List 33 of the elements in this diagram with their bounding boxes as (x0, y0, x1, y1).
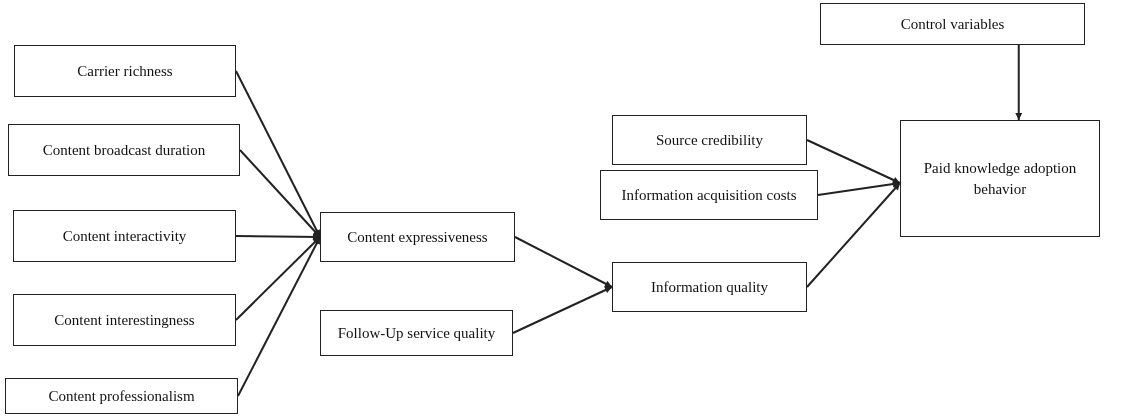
variable-box (13, 210, 236, 262)
variable-label: Control variables (900, 14, 1005, 34)
variable-label: Content interactivity (62, 226, 187, 246)
arrow (806, 182, 901, 288)
variable-label: Content broadcast duration (42, 140, 206, 160)
variable-box (8, 124, 240, 176)
variable-box (900, 120, 1100, 237)
arrow (235, 233, 321, 241)
variable-label: Carrier richness (77, 61, 173, 81)
arrow (806, 139, 901, 184)
variable-label: Information quality (650, 277, 769, 297)
variable-label: Information acquisition costs (621, 185, 797, 205)
variable-box (612, 262, 807, 312)
variable-label: Follow-Up service quality (337, 323, 496, 343)
variable-box (5, 378, 238, 414)
arrow (1015, 44, 1023, 121)
variable-label: Content expressiveness (347, 227, 488, 247)
arrow (235, 236, 321, 321)
variable-box (320, 310, 513, 356)
variable-label: Source credibility (655, 130, 764, 150)
variable-label: Content interestingness (54, 310, 195, 330)
variable-box (600, 170, 818, 220)
variable-label: Paid knowledge adoption behavior (922, 159, 1078, 199)
variable-label: Content professionalism (48, 386, 195, 406)
arrow (239, 149, 321, 238)
variable-box (14, 45, 236, 97)
arrow (512, 286, 613, 334)
variable-box (612, 115, 807, 165)
variable-box (820, 3, 1085, 45)
arrow (514, 236, 613, 288)
variable-box (13, 294, 236, 346)
arrow (817, 180, 901, 196)
variable-box (320, 212, 515, 262)
